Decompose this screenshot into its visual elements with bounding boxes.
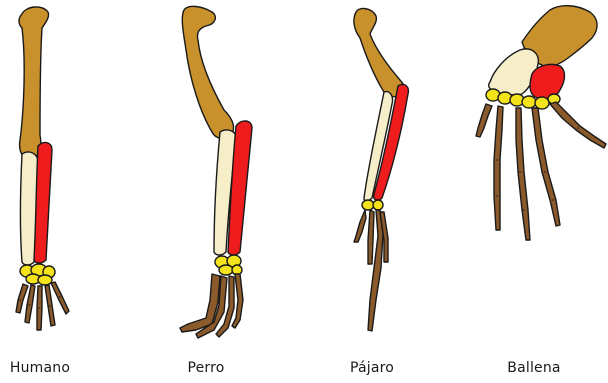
bird-digits	[354, 210, 388, 331]
whale-digits	[476, 102, 606, 240]
bird-humerus	[354, 9, 405, 97]
whale-radius	[530, 64, 565, 98]
human-humerus	[19, 7, 49, 160]
label-bird: Pájaro	[312, 360, 432, 376]
human-limb	[16, 7, 69, 330]
bird-carpals	[362, 200, 383, 210]
human-carpals	[20, 264, 55, 285]
label-dog: Perro	[146, 360, 266, 376]
human-digits	[16, 282, 69, 330]
bird-limb	[354, 9, 408, 331]
dog-digits	[180, 274, 243, 338]
label-human: Humano	[0, 360, 100, 376]
whale-limb	[476, 6, 606, 240]
dog-limb	[180, 6, 252, 338]
dog-carpals	[215, 255, 242, 275]
label-whale: Ballena	[474, 360, 594, 376]
human-radius	[34, 143, 52, 263]
dog-humerus	[182, 6, 233, 138]
